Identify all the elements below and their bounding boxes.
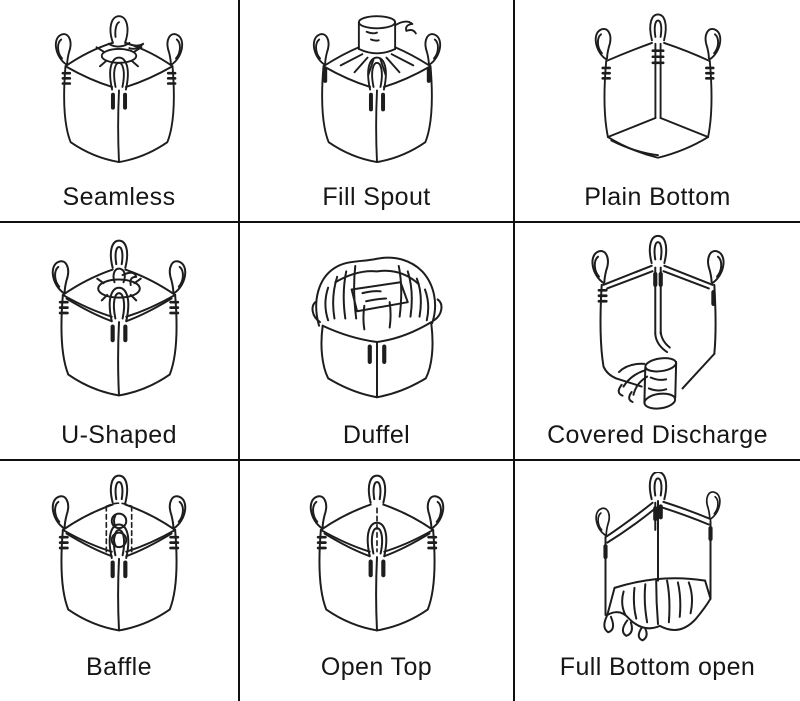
- cell-fill-spout: Fill Spout: [240, 0, 515, 223]
- baffle-illustration: [0, 463, 238, 654]
- cell-label-covered-discharge: Covered Discharge: [547, 420, 768, 449]
- full-bottom-open-bag-drawing: [594, 472, 721, 642]
- cell-plain-bottom: Plain Bottom: [515, 0, 800, 223]
- cell-label-duffel: Duffel: [342, 420, 411, 449]
- fill-spout-illustration: [240, 2, 513, 184]
- covered-discharge-bag-drawing: [590, 235, 725, 410]
- open-top-bag-drawing: [309, 474, 444, 632]
- fill-spout-bag-drawing: [312, 14, 441, 163]
- plain-bottom-bag-drawing: [594, 13, 721, 159]
- duffel-bag-drawing: [311, 256, 442, 399]
- cell-full-bottom-open: Full Bottom open: [515, 461, 800, 701]
- plain-bottom-illustration: [515, 2, 800, 184]
- cell-label-seamless: Seamless: [62, 182, 176, 211]
- covered-discharge-illustration: [515, 225, 800, 422]
- cell-duffel: Duffel: [240, 223, 515, 461]
- cell-u-shaped: U-Shaped: [0, 223, 240, 461]
- cell-open-top: Open Top: [240, 461, 515, 701]
- u-shaped-illustration: [0, 225, 238, 422]
- cell-label-baffle: Baffle: [86, 652, 152, 681]
- duffel-illustration: [240, 225, 513, 422]
- seamless-illustration: [0, 2, 238, 184]
- open-top-illustration: [240, 463, 513, 654]
- cell-label-fill-spout: Fill Spout: [322, 182, 431, 211]
- cell-label-open-top: Open Top: [320, 652, 433, 681]
- cell-baffle: Baffle: [0, 461, 240, 701]
- u-shaped-bag-drawing: [51, 239, 187, 397]
- cell-label-u-shaped: U-Shaped: [61, 420, 177, 449]
- cell-seamless: Seamless: [0, 0, 240, 223]
- baffle-bag-drawing: [51, 474, 187, 632]
- cell-label-full-bottom-open: Full Bottom open: [559, 652, 756, 681]
- cell-covered-discharge: Covered Discharge: [515, 223, 800, 461]
- full-bottom-open-illustration: [515, 463, 800, 654]
- cell-label-plain-bottom: Plain Bottom: [584, 182, 731, 211]
- seamless-bag-drawing: [54, 14, 184, 163]
